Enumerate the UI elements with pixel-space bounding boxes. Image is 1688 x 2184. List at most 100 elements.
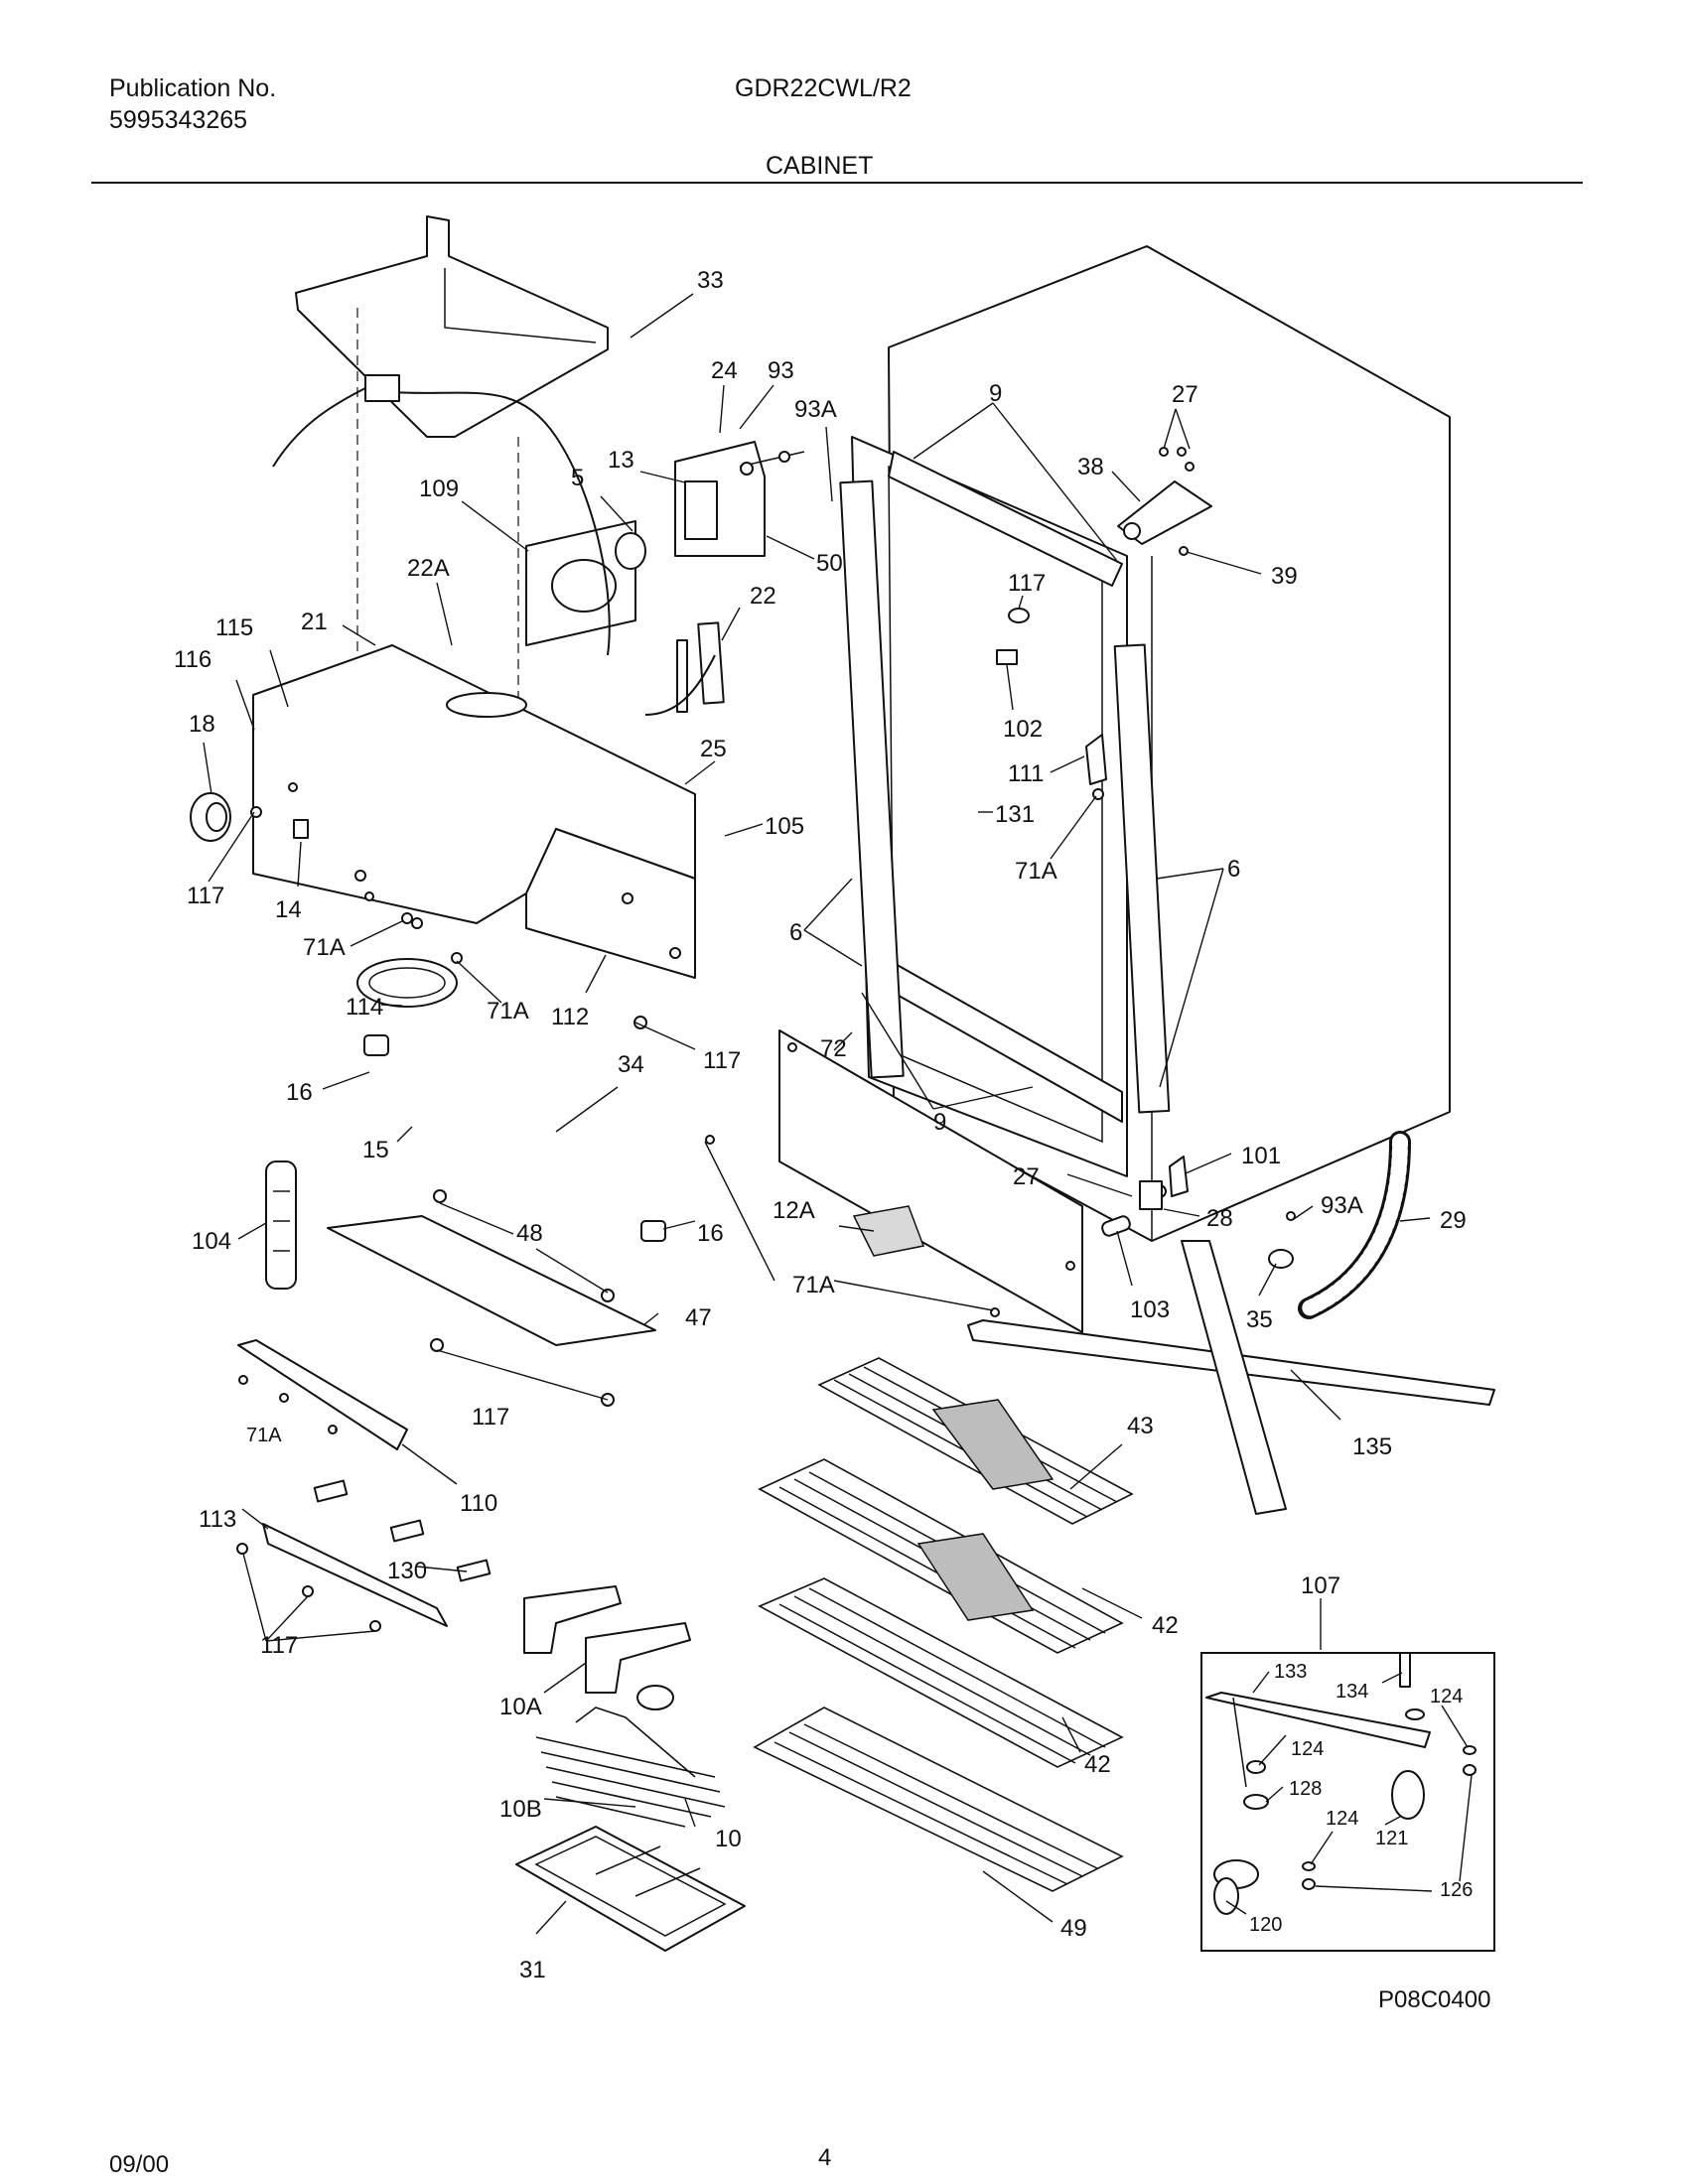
evaporator-cover-25 (252, 644, 696, 979)
cabinet-small-parts (996, 608, 1296, 1269)
callout-109: 109 (419, 476, 459, 502)
callout-14: 14 (275, 896, 302, 923)
callout-22a: 22A (407, 555, 450, 582)
callout-104: 104 (192, 1228, 231, 1255)
header-rule (91, 182, 1583, 184)
callout-128: 128 (1289, 1778, 1322, 1800)
footer-date: 09/00 (109, 2151, 169, 2178)
callout-22: 22 (750, 583, 776, 610)
callout-115: 115 (215, 614, 253, 641)
callout-13: 13 (608, 447, 634, 474)
callout-93a-bot: 93A (1321, 1192, 1363, 1219)
callout-35: 35 (1246, 1306, 1273, 1333)
callout-27-a: 27 (1172, 381, 1198, 408)
fan-motor-bracket (674, 441, 805, 557)
callout-117-d: 117 (260, 1632, 298, 1659)
callout-71a-b: 71A (487, 998, 529, 1024)
callout-71a-c: 71A (246, 1425, 282, 1446)
callout-10a: 10A (499, 1694, 542, 1720)
callout-117-c: 117 (472, 1404, 509, 1431)
callout-27-b: 27 (1013, 1163, 1040, 1190)
bracket-110 (237, 1339, 408, 1450)
drain-trough-114 (356, 958, 458, 1008)
drain-pan-47 (327, 1189, 656, 1407)
callout-28: 28 (1206, 1205, 1233, 1232)
callout-103: 103 (1130, 1297, 1170, 1323)
small-hardware-left (250, 806, 681, 1029)
callout-135: 135 (1352, 1433, 1392, 1460)
callout-101: 101 (1241, 1143, 1281, 1169)
callout-24: 24 (711, 357, 738, 384)
heater-tubes-15-34 (363, 1033, 666, 1242)
evaporator-10 (535, 1685, 726, 1828)
publication-label: Publication No. (109, 74, 277, 102)
hinge-38 (1117, 447, 1212, 556)
callout-111: 111 (1008, 760, 1044, 787)
callout-16-b: 16 (697, 1220, 724, 1247)
diagram-code: P08C0400 (1378, 1986, 1490, 2013)
section-title: CABINET (766, 152, 874, 180)
toe-grille-72 (705, 1029, 1083, 1333)
callout-47: 47 (685, 1304, 712, 1331)
callout-72: 72 (820, 1035, 847, 1062)
callout-102: 102 (1003, 716, 1043, 743)
callout-124-b: 124 (1291, 1738, 1324, 1760)
cover-104 (265, 1160, 297, 1290)
freezer-shelves (753, 1357, 1134, 1892)
callout-29: 29 (1440, 1207, 1467, 1234)
callout-126: 126 (1440, 1879, 1473, 1901)
leader-lines (203, 293, 1473, 1935)
callout-114: 114 (346, 994, 383, 1021)
callout-9-a: 9 (989, 380, 1002, 407)
fan-shroud (525, 520, 646, 646)
callout-42-b: 42 (1084, 1751, 1111, 1778)
callout-42-a: 42 (1152, 1612, 1179, 1639)
callout-112: 112 (551, 1004, 589, 1030)
callout-71a-d: 71A (1015, 858, 1057, 885)
callout-124-c: 124 (1326, 1808, 1358, 1830)
callout-124-a: 124 (1430, 1686, 1463, 1707)
callout-48: 48 (516, 1220, 543, 1247)
callout-93: 93 (768, 357, 794, 384)
callout-134: 134 (1336, 1681, 1368, 1703)
callout-10b: 10B (499, 1796, 542, 1823)
model-number: GDR22CWL/R2 (735, 74, 912, 102)
bracket-113 (236, 1479, 492, 1632)
callout-105: 105 (765, 813, 804, 840)
callout-9-b: 9 (933, 1109, 946, 1136)
evaporator-brackets-10a (523, 1585, 691, 1694)
wire-harness-22a (272, 374, 716, 716)
callout-6-a: 6 (789, 919, 802, 946)
drip-tray-31 (515, 1826, 746, 1952)
stabilizer-bar-135 (967, 1240, 1495, 1515)
caster-detail-box (1200, 1652, 1495, 1952)
callout-117-a: 117 (187, 883, 224, 909)
callout-116: 116 (174, 646, 211, 673)
control-knob-18 (190, 792, 231, 842)
callout-131: 131 (995, 801, 1035, 828)
callout-71a-a: 71A (303, 934, 346, 961)
publication-number: 5995343265 (109, 106, 248, 134)
callout-120: 120 (1249, 1914, 1282, 1936)
door-gasket-frame (839, 436, 1171, 1177)
drain-hose-29 (1298, 1131, 1411, 1319)
callout-117-b: 117 (703, 1047, 741, 1074)
callout-50: 50 (816, 550, 843, 577)
callout-34: 34 (618, 1051, 644, 1078)
callout-15: 15 (362, 1137, 389, 1163)
callout-133: 133 (1274, 1661, 1307, 1683)
callout-33: 33 (697, 267, 724, 294)
callout-38: 38 (1077, 454, 1104, 480)
callout-117-e: 117 (1008, 570, 1046, 597)
callout-121: 121 (1375, 1828, 1408, 1849)
callout-25: 25 (700, 736, 727, 762)
callout-39: 39 (1271, 563, 1298, 590)
callout-21: 21 (301, 609, 328, 635)
callout-18: 18 (189, 711, 215, 738)
callout-12a: 12A (773, 1197, 815, 1224)
callout-10: 10 (715, 1826, 742, 1852)
callout-71a-e: 71A (792, 1272, 835, 1298)
callout-16-a: 16 (286, 1079, 313, 1106)
callout-31: 31 (519, 1957, 546, 1983)
